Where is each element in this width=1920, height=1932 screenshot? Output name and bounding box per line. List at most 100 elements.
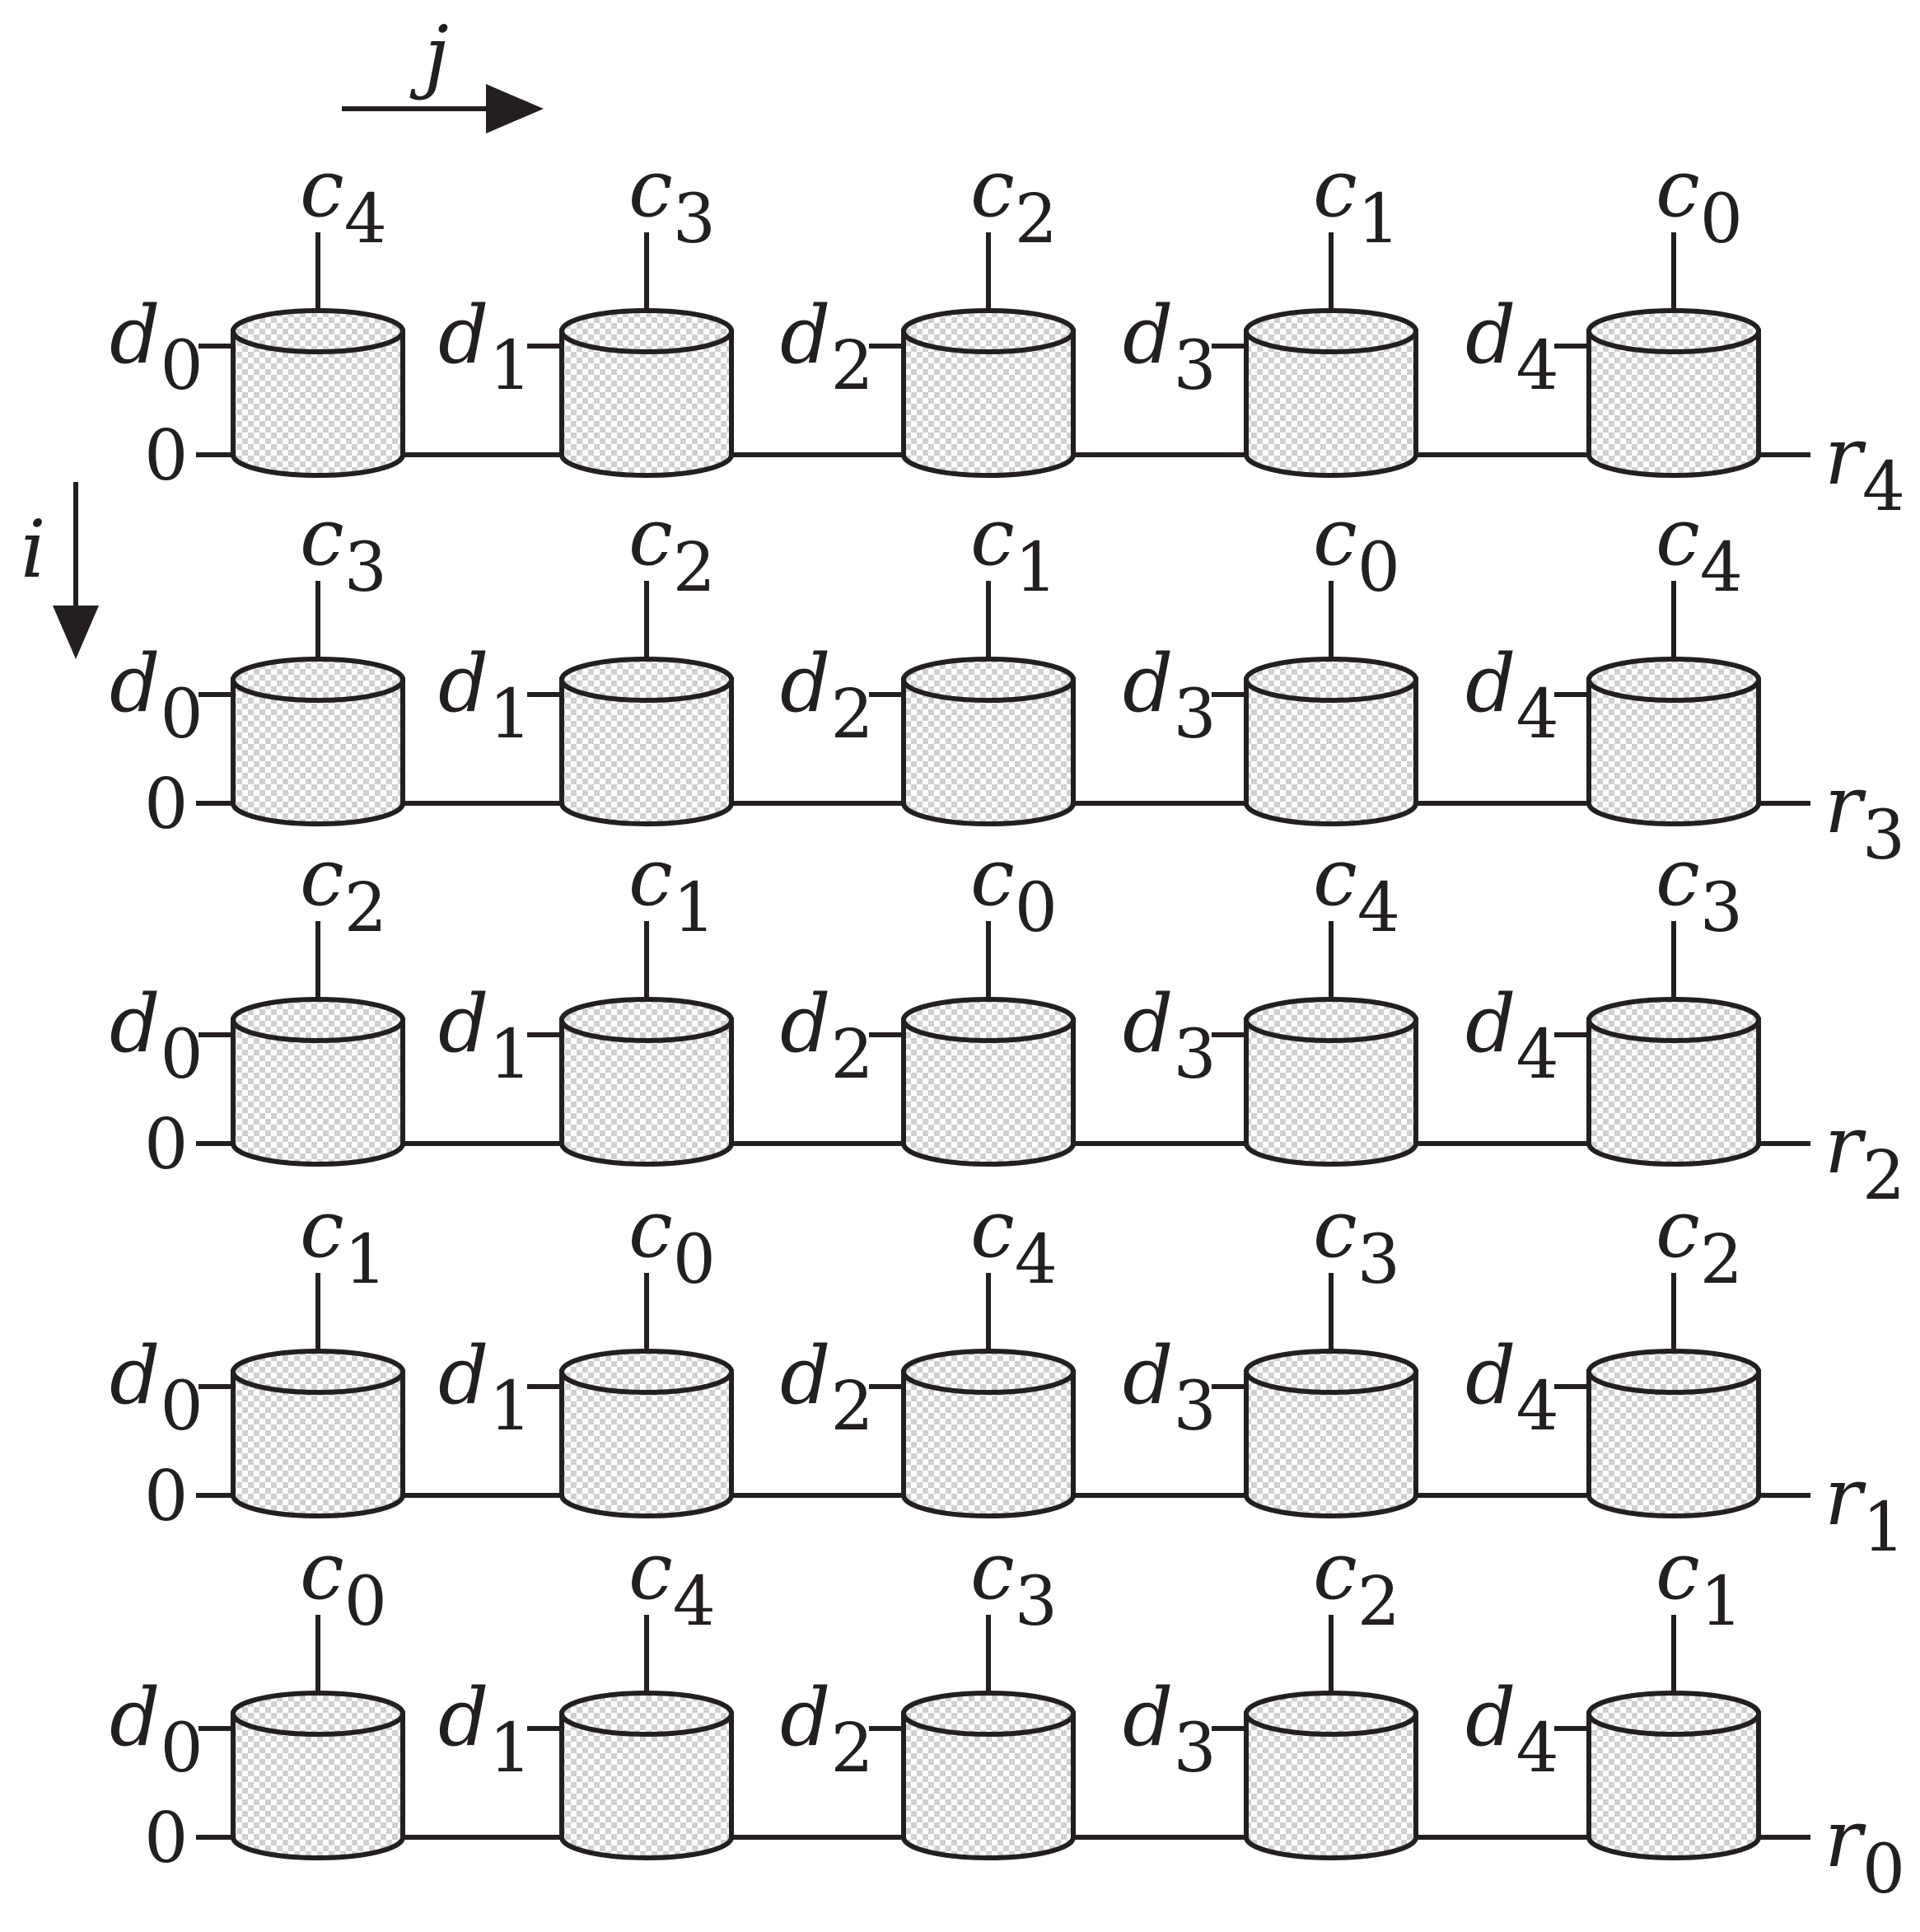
j-axis-label: j [409, 9, 449, 101]
c-input-label-symbol: c [1656, 143, 1700, 235]
d-input-label: d1 [438, 978, 532, 1094]
cell-body [559, 677, 734, 826]
d-input-label-symbol: d [110, 1330, 160, 1422]
c-input-label-symbol: c [628, 831, 673, 924]
processing-cell [1244, 308, 1418, 478]
cell-top [1586, 997, 1761, 1043]
d-input-label: d0 [110, 1672, 203, 1788]
c-input-label-symbol: c [628, 1183, 673, 1275]
d-input-label-symbol: d [1123, 1672, 1173, 1764]
c-input-label: c4 [1656, 491, 1743, 607]
row-output-label-subscript: 4 [1862, 448, 1905, 526]
c-input-label-subscript: 0 [344, 1563, 387, 1641]
d-input-label-subscript: 3 [1173, 1016, 1216, 1094]
d-input-label-subscript: 2 [830, 1016, 873, 1094]
d-input-label-symbol: d [1465, 978, 1516, 1070]
cell-body [1244, 1369, 1418, 1518]
cell-body [1244, 1711, 1418, 1860]
c-input-label: c3 [628, 143, 716, 259]
cell-body [1586, 1017, 1761, 1167]
c-input-label-subscript: 2 [344, 869, 387, 947]
cell-body [1586, 677, 1761, 826]
d-input-label-symbol: d [110, 1672, 160, 1764]
d-input-label-subscript: 1 [488, 327, 531, 405]
d-input-label-subscript: 1 [488, 1016, 531, 1094]
row-output-label-subscript: 1 [1862, 1489, 1905, 1567]
c-input-label: c2 [1313, 1525, 1400, 1641]
row-output-label: r2 [1824, 1099, 1905, 1215]
c-input-label-subscript: 4 [673, 1563, 716, 1641]
d-input-label-symbol: d [1123, 289, 1173, 381]
c-input-label-subscript: 3 [673, 180, 716, 259]
cell-body [1586, 329, 1761, 478]
c-input-label-symbol: c [300, 1525, 344, 1617]
c-input-label-symbol: c [1313, 143, 1357, 235]
c-input-label-symbol: c [1656, 1183, 1700, 1275]
d-input-label-subscript: 0 [160, 676, 203, 754]
d-input-label: d1 [438, 638, 532, 754]
d-input-label: d1 [438, 289, 532, 405]
processing-cell [559, 1349, 734, 1518]
row-input-zero: 0 [144, 415, 188, 496]
cell-body [231, 677, 405, 826]
d-input-label: d1 [438, 1330, 532, 1446]
row-output-label-symbol: r [1824, 410, 1866, 503]
d-input-label-symbol: d [780, 638, 830, 730]
cell-top [559, 308, 734, 354]
d-input-label-subscript: 4 [1516, 1710, 1558, 1788]
c-input-label: c0 [628, 1183, 716, 1299]
c-input-label-symbol: c [300, 491, 344, 583]
processing-cell [231, 1349, 405, 1518]
c-input-label-symbol: c [628, 491, 673, 583]
row-input-zero: 0 [144, 1798, 188, 1878]
processing-cell [1586, 997, 1761, 1167]
d-input-label-subscript: 0 [160, 327, 203, 405]
d-input-label: d4 [1465, 1330, 1559, 1446]
d-input-label-symbol: d [780, 1330, 830, 1422]
i-axis-label: i [21, 503, 46, 596]
d-input-label-symbol: d [110, 289, 160, 381]
cell-body [231, 1017, 405, 1167]
row-output-label: r0 [1824, 1793, 1905, 1909]
processing-cell [231, 1691, 405, 1860]
d-input-label: d2 [780, 289, 874, 405]
row-output-label: r1 [1824, 1451, 1905, 1567]
j-axis-arrow [342, 84, 544, 133]
c-input-label-symbol: c [1656, 491, 1700, 583]
cell-top [231, 1691, 405, 1737]
d-input-label-subscript: 1 [488, 1368, 531, 1446]
processing-cell [901, 1691, 1076, 1860]
d-input-label-symbol: d [110, 978, 160, 1070]
cell-top [901, 308, 1076, 354]
c-input-label: c0 [1656, 143, 1743, 259]
c-input-label-symbol: c [970, 491, 1015, 583]
cell-top [901, 1691, 1076, 1737]
cell-body [559, 1711, 734, 1860]
c-input-label-symbol: c [628, 143, 673, 235]
c-input-label-symbol: c [970, 831, 1015, 924]
d-input-label-symbol: d [110, 638, 160, 730]
d-input-label-symbol: d [438, 1330, 488, 1422]
c-input-label: c1 [1656, 1525, 1743, 1641]
processing-cell [1586, 657, 1761, 826]
cell-body [1586, 1369, 1761, 1518]
d-input-label: d2 [780, 1330, 874, 1446]
row-input-zero: 0 [144, 1456, 188, 1537]
processing-cell [231, 997, 405, 1167]
row-output-label-symbol: r [1824, 1793, 1866, 1885]
row-input-zero: 0 [144, 1104, 188, 1185]
cell-body [901, 1017, 1076, 1167]
processing-cell [1586, 1691, 1761, 1860]
d-input-label-subscript: 2 [830, 1710, 873, 1788]
cell-top [1244, 1691, 1418, 1737]
d-input-label-subscript: 3 [1173, 1710, 1216, 1788]
d-input-label-subscript: 0 [160, 1016, 203, 1094]
i-axis-arrow [53, 482, 99, 659]
c-input-label: c4 [628, 1525, 716, 1641]
cell-top [559, 997, 734, 1043]
